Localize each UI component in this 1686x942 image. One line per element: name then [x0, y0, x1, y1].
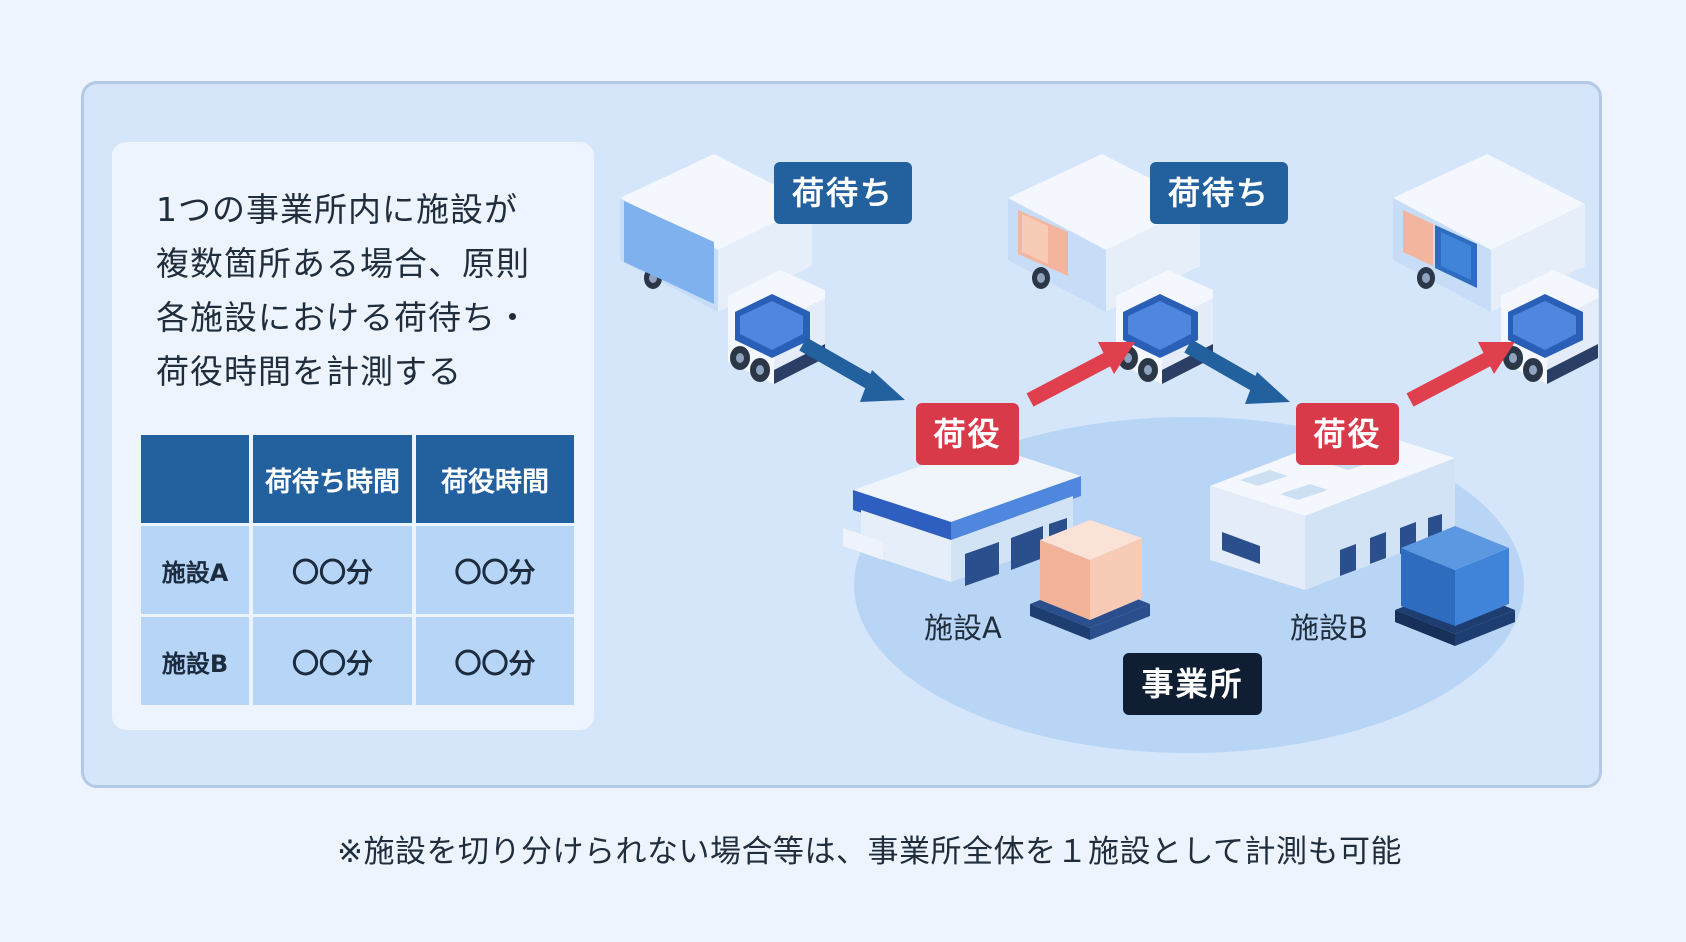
table-header-row: 荷待ち時間 荷役時間: [141, 435, 574, 523]
intro-line: 複数箇所ある場合、原則: [156, 244, 530, 283]
truck-icon: [620, 154, 825, 384]
intro-text: 1つの事業所内に施設が 複数箇所ある場合、原則 各施設における荷待ち・ 荷役時間…: [156, 183, 576, 399]
handling-badge: 荷役: [1296, 403, 1399, 465]
row-wait-time: 〇〇分: [253, 526, 412, 614]
arrow-out-icon: [1406, 342, 1515, 407]
row-handling-time: 〇〇分: [416, 526, 574, 614]
arrow-in-icon: [1184, 339, 1290, 404]
row-facility-name: 施設B: [141, 617, 249, 705]
time-table: 荷待ち時間 荷役時間 施設A 〇〇分 〇〇分 施設B 〇〇分 〇〇分: [137, 432, 578, 708]
wait-badge: 荷待ち: [1150, 162, 1288, 224]
row-facility-name: 施設A: [141, 526, 249, 614]
truck-icon: [1008, 154, 1213, 384]
table-header-blank: [141, 435, 249, 523]
table-row: 施設A 〇〇分 〇〇分: [141, 526, 574, 614]
table-header-wait-time: 荷待ち時間: [253, 435, 412, 523]
handling-badge: 荷役: [916, 403, 1019, 465]
wait-badge: 荷待ち: [774, 162, 912, 224]
facility-a-label: 施設A: [924, 611, 1002, 645]
pallet-boxes-icon: [1395, 526, 1515, 646]
facility-a-building: [843, 444, 1081, 586]
arrow-out-icon: [1026, 342, 1135, 407]
intro-line: 1つの事業所内に施設が: [156, 190, 518, 229]
intro-line: 各施設における荷待ち・: [156, 298, 530, 337]
table-header-handling-time: 荷役時間: [416, 435, 574, 523]
row-handling-time: 〇〇分: [416, 617, 574, 705]
truck-icon: [1393, 154, 1598, 384]
intro-line: 荷役時間を計測する: [156, 352, 462, 391]
footnote: ※施設を切り分けられない場合等は、事業所全体を１施設として計測も可能: [337, 834, 1403, 870]
table-row: 施設B 〇〇分 〇〇分: [141, 617, 574, 705]
pallet-boxes-icon: [1030, 520, 1150, 640]
office-badge: 事業所: [1123, 653, 1262, 715]
facility-b-label: 施設B: [1290, 611, 1368, 645]
arrow-in-icon: [799, 337, 905, 402]
row-wait-time: 〇〇分: [253, 617, 412, 705]
